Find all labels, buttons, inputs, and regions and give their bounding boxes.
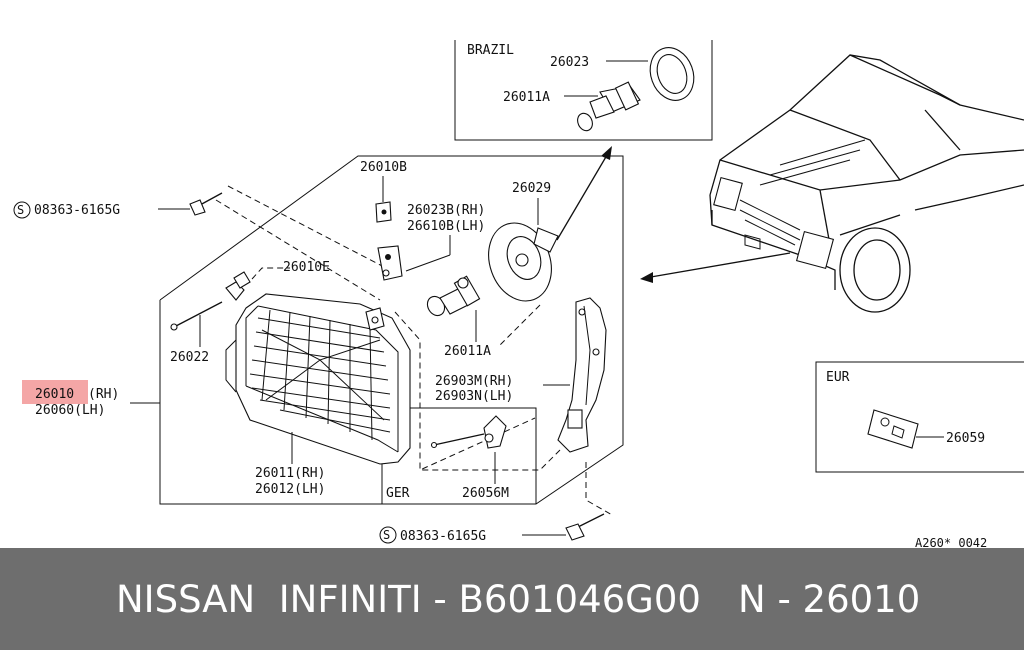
part-26023B-26610B: 26023B(RH) 26610B(LH) xyxy=(405,203,485,272)
label-26012: 26012(LH) xyxy=(255,482,325,497)
ger-label: GER xyxy=(386,486,410,501)
part-26903-bracket: 26903M(RH) 26903N(LH) xyxy=(435,297,607,453)
label-plate-icon xyxy=(867,409,919,449)
label-bolt-top: 08363-6165G xyxy=(34,203,120,218)
brazil-inset: BRAZIL 26023 26011A xyxy=(454,40,713,141)
guide-lines xyxy=(215,185,613,516)
label-26022: 26022 xyxy=(170,350,209,365)
bolt-bottom: S 08363-6165G xyxy=(379,513,605,544)
headlamp-exploded-diagram: BRAZIL 26023 26011A xyxy=(13,40,1024,548)
car-silhouette-icon xyxy=(709,54,1024,313)
part-26010E: 26010E xyxy=(225,260,330,301)
part-26022-screw: 26022 xyxy=(170,301,223,365)
bolt-top-symbol: S xyxy=(17,203,24,217)
footer-brand-part-number: NISSAN INFINITI - B601046G00 xyxy=(116,577,701,621)
label-26056M: 26056M xyxy=(462,486,509,501)
label-bolt-bottom: 08363-6165G xyxy=(400,529,486,544)
part-26010-label: 26010 (RH) 26060(LH) xyxy=(22,380,160,418)
footer-reference: N - 26010 xyxy=(738,577,921,621)
label-26011A: 26011A xyxy=(444,344,491,359)
label-26011: 26011(RH) xyxy=(255,466,325,481)
reference-arrows xyxy=(556,146,791,283)
label-26059: 26059 xyxy=(946,431,985,446)
label-26903N: 26903N(LH) xyxy=(435,389,513,404)
label-26010-side: (RH) xyxy=(88,387,119,402)
bolt-bottom-icon xyxy=(565,513,605,541)
ger-inset: GER 26056M xyxy=(386,415,509,501)
label-26060: 26060(LH) xyxy=(35,403,105,418)
label-26903M: 26903M(RH) xyxy=(435,374,513,389)
headlamp-unit xyxy=(225,293,411,465)
diagram-code: A260* 0042 xyxy=(915,536,987,548)
bolt-top: S 08363-6165G xyxy=(13,192,223,219)
eur-inset: EUR 26059 xyxy=(815,361,1024,473)
bolt-top-icon xyxy=(189,192,223,216)
highlight-26010 xyxy=(22,380,88,404)
label-26011A-brazil: 26011A xyxy=(503,90,550,105)
part-26011-26012-label: 26011(RH) 26012(LH) xyxy=(255,432,325,497)
label-26610B: 26610B(LH) xyxy=(407,219,485,234)
retaining-ring-icon xyxy=(649,47,695,101)
part-26011A-bulb: 26011A xyxy=(426,275,491,359)
eur-label: EUR xyxy=(826,370,850,385)
label-26023: 26023 xyxy=(550,55,589,70)
label-26023B: 26023B(RH) xyxy=(407,203,485,218)
footer-bar: NISSAN INFINITI - B601046G00 N - 26010 xyxy=(0,548,1024,650)
bulb-brazil-icon xyxy=(577,81,641,132)
label-26010B: 26010B xyxy=(360,160,407,175)
label-26010-code: 26010 xyxy=(35,387,74,402)
brazil-label: BRAZIL xyxy=(467,43,514,58)
label-26029: 26029 xyxy=(512,181,551,196)
part-26029-socket: 26029 xyxy=(488,181,559,302)
bolt-bottom-symbol: S xyxy=(383,528,390,542)
label-26010E: 26010E xyxy=(283,260,330,275)
part-26010B: 26010B xyxy=(360,160,407,281)
